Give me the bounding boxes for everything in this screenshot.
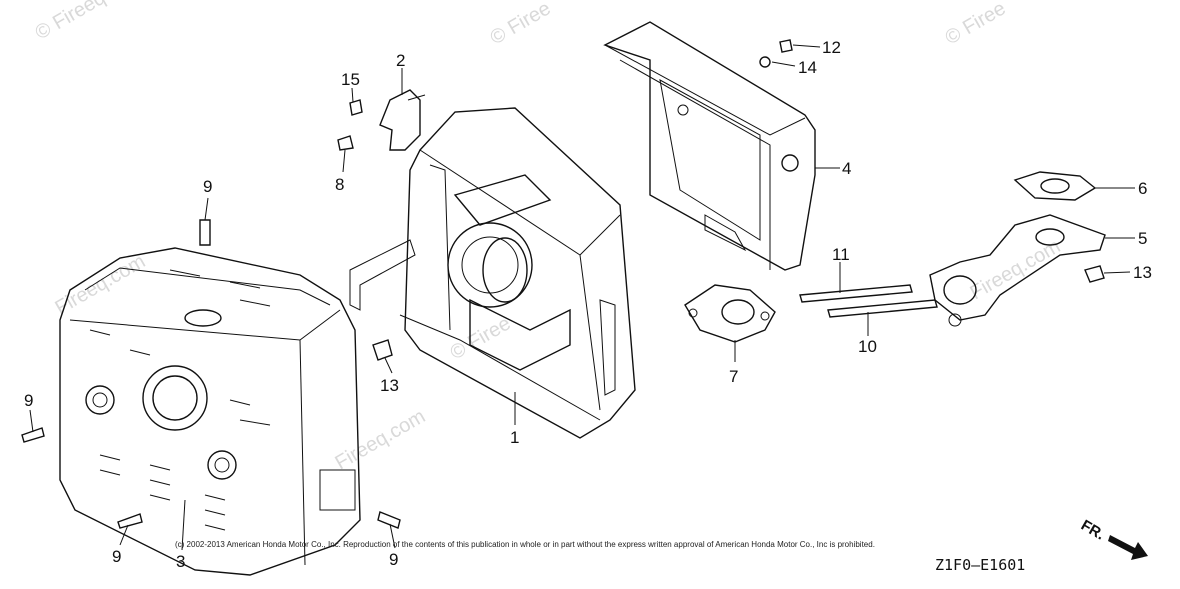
callout-3: 3 (176, 552, 185, 571)
callout-4: 4 (842, 159, 851, 178)
copyright-notice: (c) 2002-2013 American Honda Motor Co., … (175, 540, 875, 549)
exhaust-pipe-part (929, 214, 1106, 327)
watermark: Fireeq.com (332, 405, 430, 474)
callout-1: 1 (510, 428, 519, 447)
arrow-icon (1108, 535, 1148, 560)
callout-13: 13 (380, 376, 399, 395)
callout-8: 8 (335, 175, 344, 194)
callout-9: 9 (389, 550, 398, 569)
leader-lines (29, 44, 1135, 551)
fasteners (21, 39, 1105, 529)
callout-9: 9 (112, 547, 121, 566)
heat-shield-part (603, 21, 816, 271)
callout-labels: 2 15 8 12 14 4 6 5 13 11 10 7 13 1 9 9 9… (24, 38, 1152, 571)
bracket-part (379, 89, 426, 151)
watermark: © Firee (487, 0, 555, 49)
diagram-code: Z1F0—E1601 (935, 556, 1025, 574)
front-direction-indicator: FR. (1078, 517, 1148, 560)
callout-15: 15 (341, 70, 360, 89)
callout-9: 9 (203, 177, 212, 196)
stud-bolts (799, 284, 938, 318)
muffler-protector-part (59, 247, 361, 576)
callout-12: 12 (822, 38, 841, 57)
callout-11: 11 (832, 245, 850, 264)
watermark: © Fireeq (32, 0, 110, 44)
callout-7: 7 (729, 367, 738, 386)
watermark: Fireeq.com (52, 250, 150, 319)
fr-label: FR. (1078, 517, 1107, 544)
small-gasket-part (1013, 171, 1097, 201)
callout-10: 10 (858, 337, 877, 356)
callout-9: 9 (24, 391, 33, 410)
callout-2: 2 (396, 51, 405, 70)
callout-6: 6 (1138, 179, 1147, 198)
callout-5: 5 (1138, 229, 1147, 248)
callout-13: 13 (1133, 263, 1152, 282)
muffler-body-part (349, 107, 636, 439)
gasket-part (684, 284, 776, 343)
callout-14: 14 (798, 58, 817, 77)
watermark: © Firee (942, 0, 1010, 49)
watermark-group: © Fireeq © Firee © Firee Fireeq.com © Fi… (32, 0, 1065, 474)
